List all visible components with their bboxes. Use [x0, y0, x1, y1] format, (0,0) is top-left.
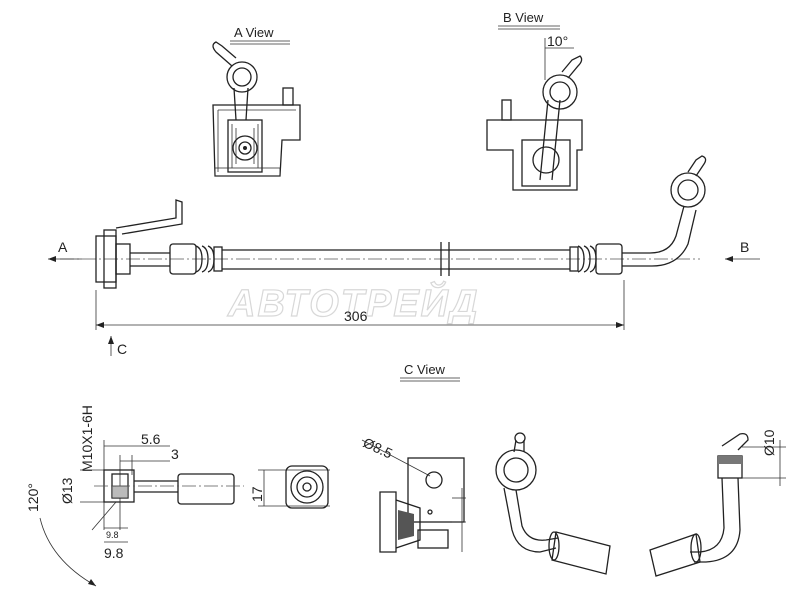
d17-dim: 17 [249, 486, 265, 502]
c-view-label: C View [404, 362, 446, 377]
b-view-label: B View [503, 10, 544, 25]
main-hose: A B [48, 155, 760, 357]
arrow-b-label: B [740, 239, 749, 255]
watermark-text: АВТОТРЕЙД [227, 280, 479, 325]
d98-small-dim: 9.8 [106, 530, 119, 540]
a-view: A View [212, 25, 301, 177]
d10-dim: Ø10 [761, 429, 777, 456]
d3-dim: 3 [171, 446, 179, 462]
angle-10-dim: 10° [547, 33, 568, 49]
arrow-a-label: A [58, 239, 68, 255]
perspective-fitting-right: Ø10 [649, 429, 786, 577]
b-view: B View 10° [486, 10, 583, 191]
arrow-c-label: C [117, 341, 127, 357]
d13-dim: Ø13 [59, 477, 75, 504]
section-detail: M10X1-6H Ø13 120° 5.6 3 9.8 9.8 17 [25, 405, 330, 587]
angle-120-dim: 120° [25, 483, 41, 512]
thread-dim: M10X1-6H [79, 405, 95, 472]
bracket-side-view: Ø8.5 [361, 434, 466, 553]
a-view-label: A View [234, 25, 274, 40]
length-dim: 306 [344, 308, 368, 324]
d85-dim: Ø8.5 [361, 434, 395, 461]
d98-dim: 9.8 [104, 545, 124, 561]
d56-dim: 5.6 [141, 431, 161, 447]
perspective-fitting-left [495, 432, 611, 575]
